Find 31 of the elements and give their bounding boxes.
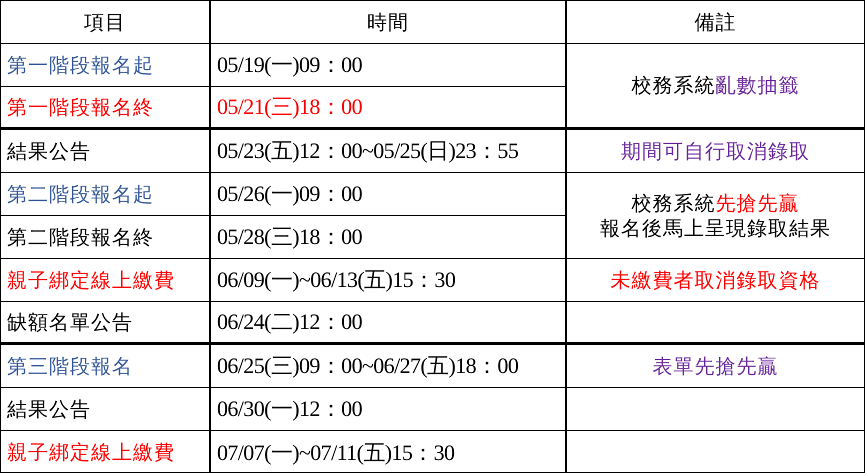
schedule-item: 第一階段報名起 bbox=[7, 52, 154, 76]
note-text: 未繳費者取消錄取資格 bbox=[610, 268, 820, 292]
note-text: 先搶先贏 bbox=[716, 190, 800, 214]
time-text: 06/25(三)09：00~06/27(五)18：00 bbox=[217, 353, 518, 378]
time-text: 05/26(一)09：00 bbox=[217, 181, 362, 206]
schedule-item: 第一階段報名終 bbox=[7, 94, 154, 118]
schedule-item: 缺額名單公告 bbox=[7, 310, 133, 334]
column-header: 項目 bbox=[84, 10, 126, 34]
note-text: 期間可自行取消錄取 bbox=[621, 138, 810, 162]
time-text: 05/19(一)09：00 bbox=[217, 52, 362, 78]
column-header: 備註 bbox=[694, 10, 736, 34]
time-text: 07/07(一)~07/11(五)15：30 bbox=[217, 440, 454, 465]
schedule-item: 結果公告 bbox=[7, 396, 91, 420]
time-text: 05/28(三)18：00 bbox=[217, 224, 362, 250]
schedule-item: 親子綁定線上繳費 bbox=[7, 268, 175, 292]
schedule-item: 第二階段報名終 bbox=[7, 224, 154, 248]
schedule-item: 結果公告 bbox=[7, 138, 91, 162]
note-text: 表單先搶先贏 bbox=[652, 354, 778, 378]
time-text: 06/09(一)~06/13(五)15：30 bbox=[217, 267, 456, 292]
note-text: 校務系統 bbox=[632, 73, 716, 97]
schedule-item: 親子綁定線上繳費 bbox=[7, 440, 175, 464]
time-text: 05/23(五)12：00~05/25(日)23：55 bbox=[217, 138, 518, 164]
column-header: 時間 bbox=[367, 10, 409, 34]
time-text: 05/21(三)18：00 bbox=[217, 94, 362, 120]
schedule-item: 第二階段報名起 bbox=[7, 182, 154, 206]
note-text: 報名後馬上呈現錄取結果 bbox=[600, 216, 831, 240]
note-text: 亂數抽籤 bbox=[716, 73, 800, 97]
schedule-item: 第三階段報名 bbox=[7, 354, 133, 378]
time-text: 06/24(二)12：00 bbox=[217, 309, 362, 334]
time-text: 06/30(一)12：00 bbox=[217, 396, 362, 422]
note-text: 校務系統 bbox=[632, 190, 716, 214]
